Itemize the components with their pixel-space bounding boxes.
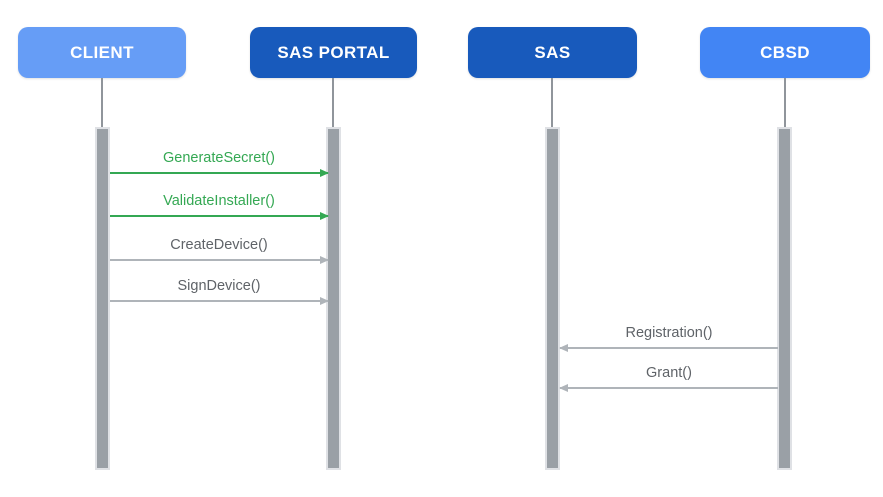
actor-label-cbsd: CBSD xyxy=(760,42,810,62)
lifeline-client xyxy=(101,78,103,127)
actor-box-sas: SAS xyxy=(468,27,637,78)
arrowhead-left-icon xyxy=(559,344,568,352)
message-label: SignDevice() xyxy=(177,278,261,294)
message-label: Grant() xyxy=(646,365,692,381)
message-label: GenerateSecret() xyxy=(162,150,276,166)
activation-bar-cbsd xyxy=(777,127,792,470)
actor-box-cbsd: CBSD xyxy=(700,27,870,78)
actor-label-sas-portal: SAS PORTAL xyxy=(277,42,390,62)
activation-bar-sas xyxy=(545,127,560,470)
actor-label-client: CLIENT xyxy=(70,42,134,62)
lifeline-sas-portal xyxy=(332,78,334,127)
lifeline-cbsd xyxy=(784,78,786,127)
arrowhead-right-icon xyxy=(320,212,329,220)
arrow-line xyxy=(110,300,328,302)
arrow-line xyxy=(110,172,328,174)
arrow-line xyxy=(560,347,778,349)
message-label: ValidateInstaller() xyxy=(163,193,275,209)
message-label: Registration() xyxy=(625,325,713,341)
arrowhead-right-icon xyxy=(320,297,329,305)
arrow-line xyxy=(560,387,778,389)
arrowhead-right-icon xyxy=(320,169,329,177)
arrowhead-left-icon xyxy=(559,384,568,392)
lifeline-sas xyxy=(551,78,553,127)
arrow-line xyxy=(110,259,328,261)
actor-box-sas-portal: SAS PORTAL xyxy=(250,27,417,78)
message-label: CreateDevice() xyxy=(170,237,268,253)
activation-bar-client xyxy=(95,127,110,470)
actor-label-sas: SAS xyxy=(534,42,571,62)
arrow-line xyxy=(110,215,328,217)
arrowhead-right-icon xyxy=(320,256,329,264)
actor-box-client: CLIENT xyxy=(18,27,186,78)
